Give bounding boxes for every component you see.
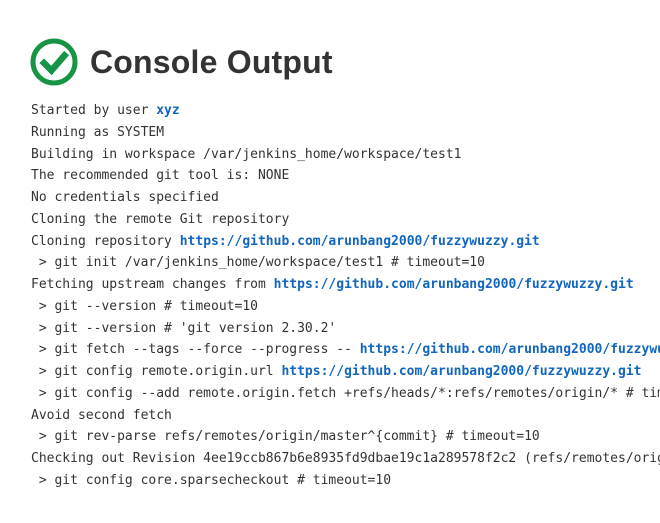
console-line: > git init /var/jenkins_home/workspace/t… xyxy=(31,252,660,274)
console-text: > git init /var/jenkins_home/workspace/t… xyxy=(31,255,485,271)
console-text: > git --version # 'git version 2.30.2' xyxy=(31,320,337,336)
console-line: Fetching upstream changes from https://g… xyxy=(31,274,660,296)
console-text: > git rev-parse refs/remotes/origin/mast… xyxy=(31,429,540,445)
console-link[interactable]: https://github.com/arunbang2000/fuzzywuz… xyxy=(281,364,642,379)
console-text: No credentials specified xyxy=(31,190,219,205)
console-line: Cloning the remote Git repository xyxy=(31,209,660,231)
console-text: > git fetch --tags --force --progress -- xyxy=(31,342,360,358)
console-text: Cloning the remote Git repository xyxy=(31,211,290,227)
console-link[interactable]: https://github.com/arunbang2000/fuzzywuz… xyxy=(359,342,660,358)
console-text: Started by user xyxy=(31,103,157,118)
console-text: Cloning repository xyxy=(31,233,180,249)
console-line: Running as SYSTEM xyxy=(31,122,660,144)
console-line: > git rev-parse refs/remotes/origin/mast… xyxy=(31,426,660,448)
console-line: > git config remote.origin.url https://g… xyxy=(31,361,660,383)
console-text: Avoid second fetch xyxy=(31,407,172,423)
console-line: The recommended git tool is: NONE xyxy=(31,165,660,187)
console-link[interactable]: https://github.com/arunbang2000/fuzzywuz… xyxy=(273,277,634,292)
console-text: Checking out Revision 4ee19ccb867b6e8935… xyxy=(31,451,660,466)
build-success-check-circle-icon xyxy=(30,38,78,86)
console-line: > git fetch --tags --force --progress --… xyxy=(31,339,660,361)
console-line: No credentials specified xyxy=(31,187,660,209)
console-line: Building in workspace /var/jenkins_home/… xyxy=(31,144,660,166)
console-line: Avoid second fetch xyxy=(31,405,660,427)
console-text: > git config --add remote.origin.fetch +… xyxy=(31,385,660,401)
console-text: > git config core.sparsecheckout # timeo… xyxy=(31,472,392,488)
console-text: > git config remote.origin.url xyxy=(31,364,282,379)
console-line: > git --version # 'git version 2.30.2' xyxy=(31,318,660,340)
console-text: > git --version # timeout=10 xyxy=(31,298,258,314)
console-line: Cloning repository https://github.com/ar… xyxy=(31,231,660,253)
console-line: Checking out Revision 4ee19ccb867b6e8935… xyxy=(31,448,660,470)
console-text: Building in workspace /var/jenkins_home/… xyxy=(31,146,462,162)
console-line: > git config core.sparsecheckout # timeo… xyxy=(31,470,660,492)
console-link[interactable]: https://github.com/arunbang2000/fuzzywuz… xyxy=(179,233,540,249)
console-text: Fetching upstream changes from xyxy=(31,277,274,292)
page-title: Console Output xyxy=(90,43,333,80)
console-link[interactable]: xyz xyxy=(156,103,180,118)
console-text: The recommended git tool is: NONE xyxy=(31,168,290,184)
page-header: Console Output xyxy=(30,38,660,86)
console-line: Started by user xyz xyxy=(31,100,660,122)
console-text: Running as SYSTEM xyxy=(31,124,165,140)
console-line: > git --version # timeout=10 xyxy=(31,296,660,318)
console-line: > git config --add remote.origin.fetch +… xyxy=(31,383,660,405)
